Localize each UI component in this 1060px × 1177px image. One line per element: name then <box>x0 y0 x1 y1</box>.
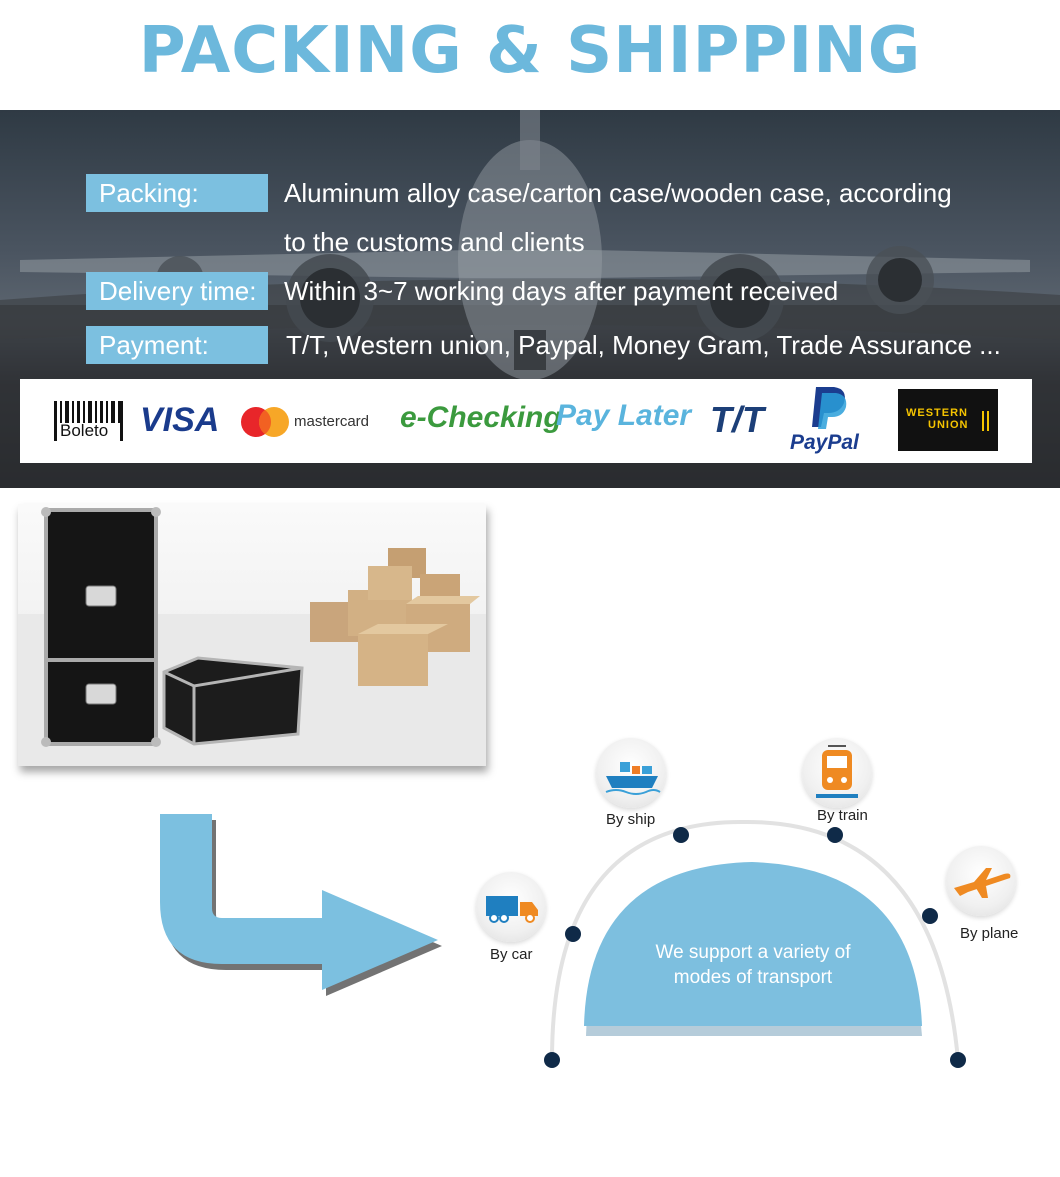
direction-arrow <box>160 814 442 996</box>
payment-label: Payment: <box>86 326 268 364</box>
info-banner: Packing: Aluminum alloy case/carton case… <box>0 110 1060 488</box>
arc-dot <box>565 926 581 942</box>
by-car-label: By car <box>490 946 533 963</box>
packing-value-continued: to the customs and clients <box>284 227 585 257</box>
arc-dot <box>950 1052 966 1068</box>
plane-icon <box>946 846 1016 916</box>
packing-cases-illustration <box>18 507 486 766</box>
transport-arc <box>544 819 966 1068</box>
mastercard-circles-icon <box>241 407 289 437</box>
center-text-line-1: We support a variety of <box>655 942 851 963</box>
arc-dot <box>922 908 938 924</box>
arc-dot <box>673 827 689 843</box>
mastercard-logo: mastercard <box>240 405 380 439</box>
packing-photo <box>18 504 486 766</box>
delivery-time-label: Delivery time: <box>86 272 268 310</box>
echecking-logo: e-Checking <box>400 401 562 434</box>
paypal-logo: PayPal <box>788 385 868 459</box>
transport-center-text: We support a variety of modes of transpo… <box>600 940 906 990</box>
barcode-icon <box>54 401 121 423</box>
western-union-text-2: UNION <box>928 419 969 431</box>
arc-dot <box>544 1052 560 1068</box>
western-union-logo: WESTERN UNION <box>898 389 998 451</box>
arc-dot <box>827 827 843 843</box>
delivery-time-value: Within 3~7 working days after payment re… <box>284 276 839 306</box>
mastercard-text: mastercard <box>294 413 370 430</box>
boleto-text: Boleto <box>60 421 109 440</box>
airplane-background <box>0 110 1060 488</box>
by-ship-label: By ship <box>606 811 656 828</box>
truck-icon <box>476 872 546 942</box>
visa-logo: VISA <box>140 401 220 439</box>
payment-value: T/T, Western union, Paypal, Money Gram, … <box>286 330 1001 360</box>
western-union-text-1: WESTERN <box>906 407 968 419</box>
paypal-text: PayPal <box>790 431 859 454</box>
by-train-label: By train <box>817 807 868 824</box>
paypal-p-icon <box>812 387 847 429</box>
packing-label: Packing: <box>86 174 268 212</box>
by-plane-label: By plane <box>960 925 1019 942</box>
packing-value: Aluminum alloy case/carton case/wooden c… <box>284 178 952 208</box>
ship-icon <box>596 738 666 808</box>
paylater-logo: Pay Later <box>556 399 692 432</box>
boleto-logo: Boleto <box>54 401 124 441</box>
page-title: PACKING & SHIPPING <box>138 14 922 88</box>
center-text-line-2: modes of transport <box>673 967 833 988</box>
tt-logo: T/T <box>710 399 764 440</box>
train-icon <box>802 738 872 808</box>
payment-logos-strip: Boleto VISA mastercard e-Checking Pay La… <box>20 379 1032 463</box>
